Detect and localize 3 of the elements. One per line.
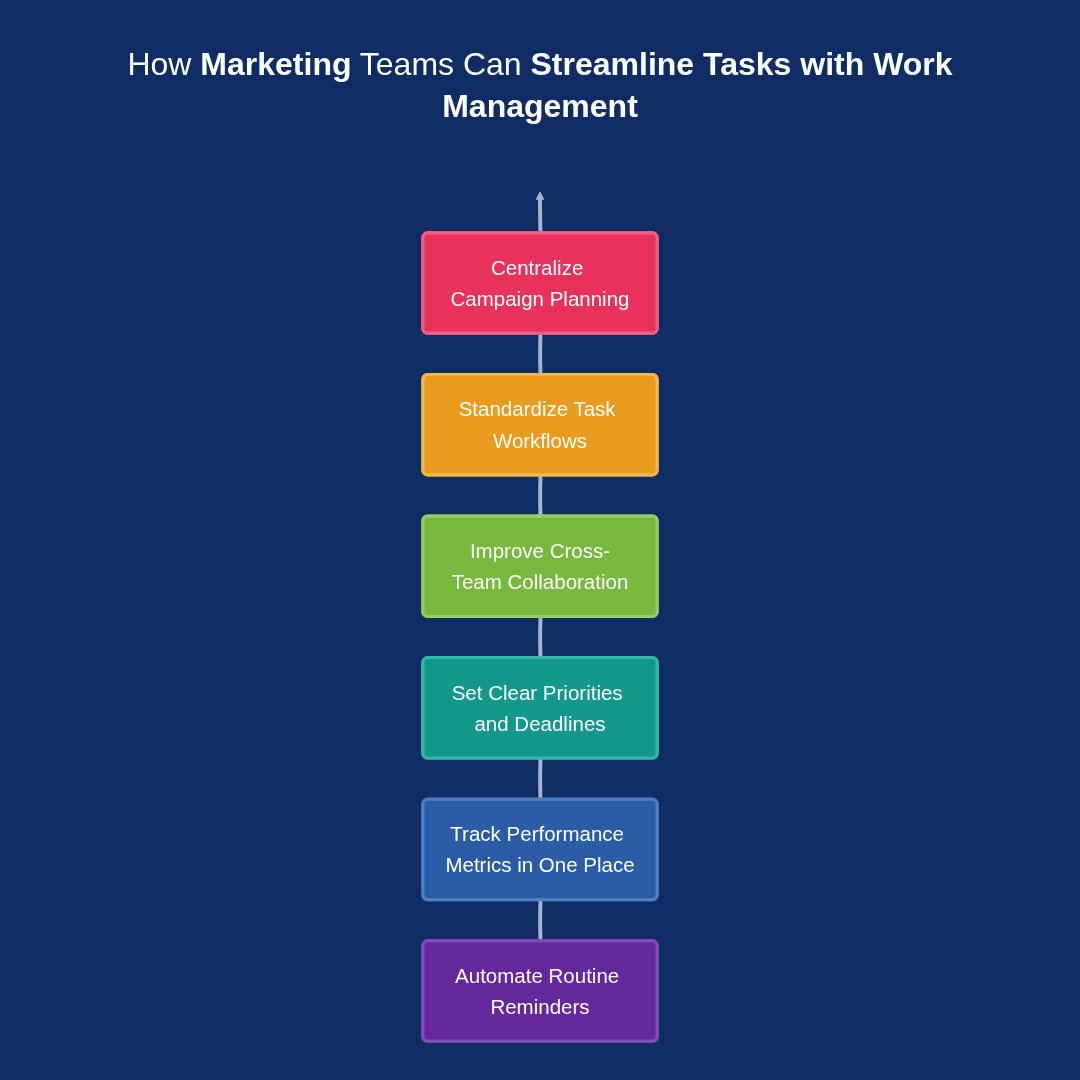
connector (538, 616, 543, 658)
connector (538, 899, 543, 941)
title: How Marketing Teams Can Streamline Tasks with Work Management (126, 45, 954, 126)
